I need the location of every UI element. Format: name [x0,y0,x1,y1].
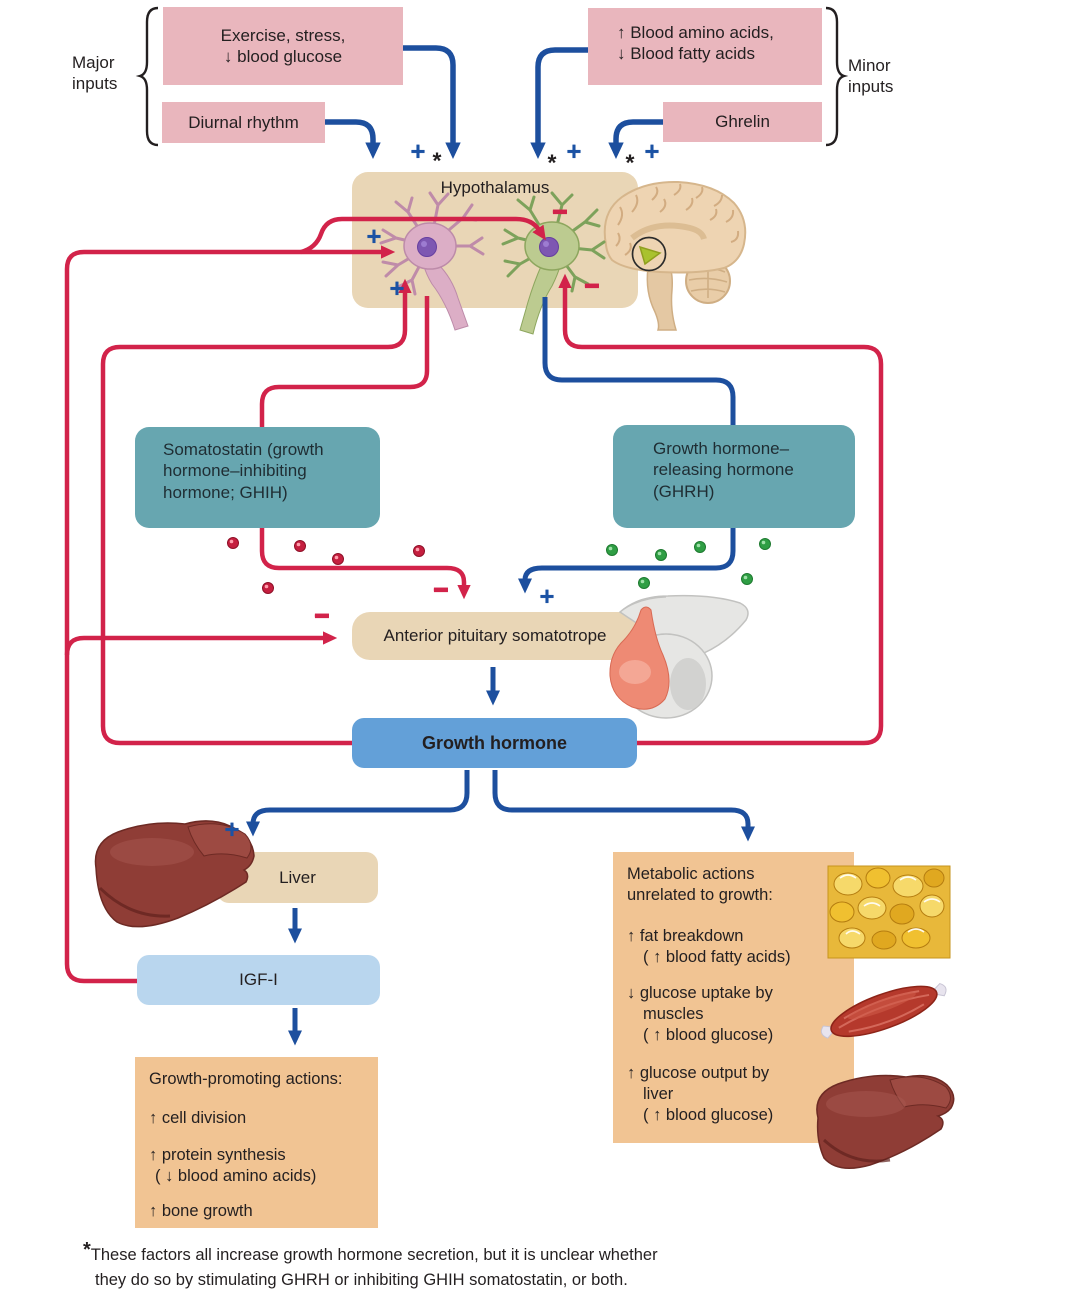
ghrh-box: Growth hormone– releasing hormone (GHRH) [613,425,855,528]
metabolic-action-item: ( ↑ blood fatty acids) [643,948,791,966]
somatostatin-dots [227,537,425,594]
arrow-amino-to-hypothalamus [530,47,588,159]
plus-sign-input2: + [566,136,582,166]
minus-sign-igf-ghrh: − [551,196,569,227]
metabolic-actions-box: Metabolic actions unrelated to growth: ↑… [613,852,854,1143]
minor-inputs-brace [825,6,849,147]
plus-sign-input3: + [644,136,660,166]
arrow-gh-to-liver [245,770,470,837]
metabolic-action-item: ↑ fat breakdown [627,927,744,945]
footnote-line1: These factors all increase growth hormon… [90,1246,658,1264]
igf-feedback-to-somatostatin-neuron [64,245,396,984]
metabolic-action-item: ( ↑ blood glucose) [643,1026,774,1044]
growth-actions-title: Growth-promoting actions: [149,1070,343,1088]
growth-action-item: ↑ bone growth [149,1202,253,1220]
arrow-diurnal-to-hypothalamus [325,119,381,159]
ghrh-dots [606,538,771,589]
input-box-ghrelin: Ghrelin [663,102,822,142]
footnote: *These factors all increase growth hormo… [83,1238,1003,1293]
arrow-ghrelin-to-hypothalamus [608,119,663,159]
major-inputs-label: Major inputs [72,53,118,93]
minus-sign-igf-pituitary: − [313,600,331,631]
metabolic-action-item: ↓ glucose uptake by [627,984,773,1002]
input-box-diurnal: Diurnal rhythm [162,102,325,143]
plus-sign-gh-somatostatin: + [389,273,405,303]
growth-action-item: ↑ cell division [149,1109,247,1127]
somatostatin-box: Somatostatin (growth hormone–inhibiting … [135,427,380,528]
gh-feedback-to-ghrh-neuron [558,273,884,746]
growth-action-item: ↑ protein synthesis [149,1146,286,1164]
asterisk-input2: * [547,149,557,176]
growth-actions-box: Growth-promoting actions: ↑ cell divisio… [135,1057,378,1228]
metabolic-action-item: ( ↑ blood glucose) [643,1106,774,1124]
hypothalamus-label: Hypothalamus [440,178,550,197]
footnote-asterisk: * [83,1239,91,1261]
plus-sign-igf-somatostatin: + [366,221,382,251]
plus-sign-ghrh-pituitary: + [539,581,555,611]
input-box-exercise: Exercise, stress, ↓ blood glucose [163,7,403,85]
input-box-amino-acids: ↑ Blood amino acids, ↓ Blood fatty acids [588,8,822,85]
growth-action-item: ( ↓ blood amino acids) [155,1167,317,1185]
minus-sign-gh-ghrh: − [583,270,601,301]
arrow-exercise-to-hypothalamus [403,45,461,159]
plus-sign-input1: + [410,136,426,166]
igf-feedback-to-ghrh-neuron [300,216,546,255]
brain-illustration [603,180,747,331]
growth-hormone-box: Growth hormone [352,718,637,768]
arrow-gh-to-metabolic [492,770,756,842]
major-inputs-brace [135,6,159,147]
metabolic-action-item: muscles [643,1005,704,1023]
igf-box: IGF-I [137,955,380,1005]
plus-sign-gh-liver: + [224,814,240,844]
footnote-line2: they do so by stimulating GHRH or inhibi… [95,1271,628,1289]
minor-inputs-label: Minor inputs [848,56,894,96]
anterior-pituitary-box: Anterior pituitary somatotrope [352,612,638,660]
liver-box: Liver [217,852,378,903]
metabolic-action-item: liver [643,1085,674,1103]
minus-sign-somatostatin-pituitary: − [432,574,450,605]
asterisk-input3: * [625,149,635,176]
metabolic-action-item: ↑ glucose output by [627,1064,770,1082]
metabolic-actions-title: Metabolic actions unrelated to growth: [627,865,773,904]
ghrh-neuron [501,191,606,335]
asterisk-input1: * [432,147,442,174]
gh-feedback-to-somatostatin-neuron [100,278,412,746]
igf-feedback-to-pituitary [64,631,338,656]
